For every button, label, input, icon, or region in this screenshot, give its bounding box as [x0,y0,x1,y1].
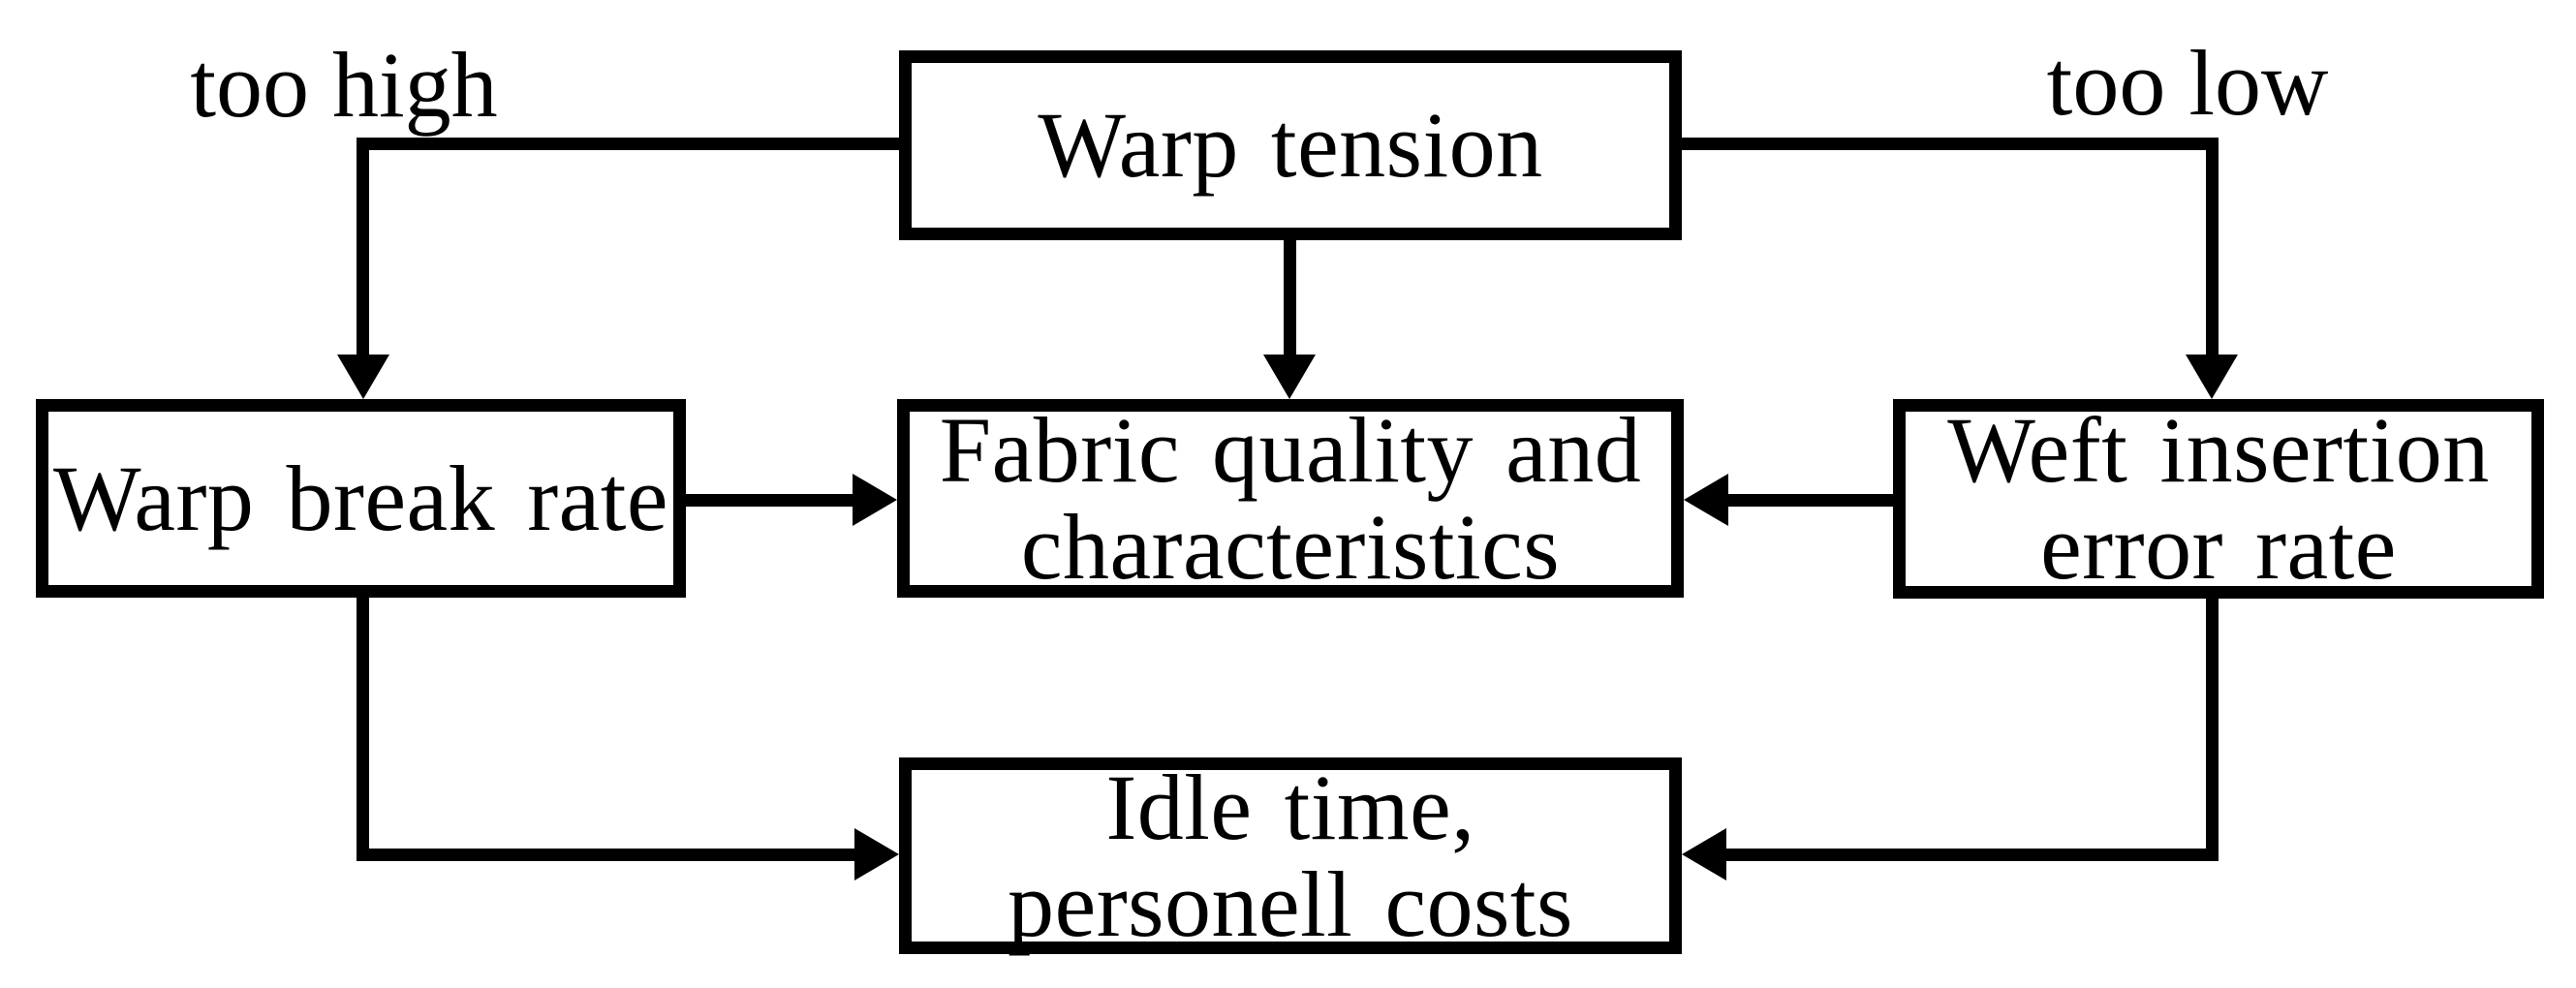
edge-tension-to-weft-arrowhead-down-icon [2186,355,2238,399]
node-weft-insertion: Weft insertion error rate [1893,399,2544,599]
edge-break-to-fabric-arrowhead-right-icon [853,474,897,526]
edge-tension-to-break-hline [357,138,899,150]
node-idle-time: Idle time, personell costs [899,757,1682,954]
edge-tension-to-fabric-vline [1284,240,1296,356]
edge-tension-to-break-vline [357,138,369,356]
edge-weft-to-fabric-hline [1728,494,1893,507]
edge-tension-to-break-arrowhead-down-icon [337,355,389,399]
edge-break-to-idle-vline [357,598,369,861]
node-weft-insertion-label: Weft insertion error rate [1947,398,2490,599]
edge-tension-to-fabric-arrowhead-down-icon [1263,355,1316,399]
edge-tension-to-weft-vline [2206,138,2219,356]
edge-weft-to-idle-vline [2206,599,2219,861]
edge-weft-to-idle-hline [1726,849,2219,861]
edge-label-too-low: too low [2046,31,2329,135]
node-warp-break-rate: Warp break rate [36,399,686,598]
edge-weft-to-idle-arrowhead-left-icon [1682,828,1726,880]
edge-weft-to-fabric-arrowhead-left-icon [1684,474,1728,526]
edge-tension-to-weft-hline [1682,138,2219,150]
edge-break-to-idle-hline [357,849,854,861]
edge-break-to-fabric-hline [686,494,853,507]
edge-break-to-idle-arrowhead-right-icon [854,828,899,880]
node-fabric-quality: Fabric quality and characteristics [897,399,1684,598]
node-warp-tension: Warp tension [899,50,1682,240]
node-idle-time-label: Idle time, personell costs [1008,755,1573,956]
node-warp-tension-label: Warp tension [1038,93,1543,197]
node-fabric-quality-label: Fabric quality and characteristics [939,397,1642,599]
node-warp-break-rate-label: Warp break rate [52,446,669,550]
edge-label-too-high: too high [190,33,498,137]
